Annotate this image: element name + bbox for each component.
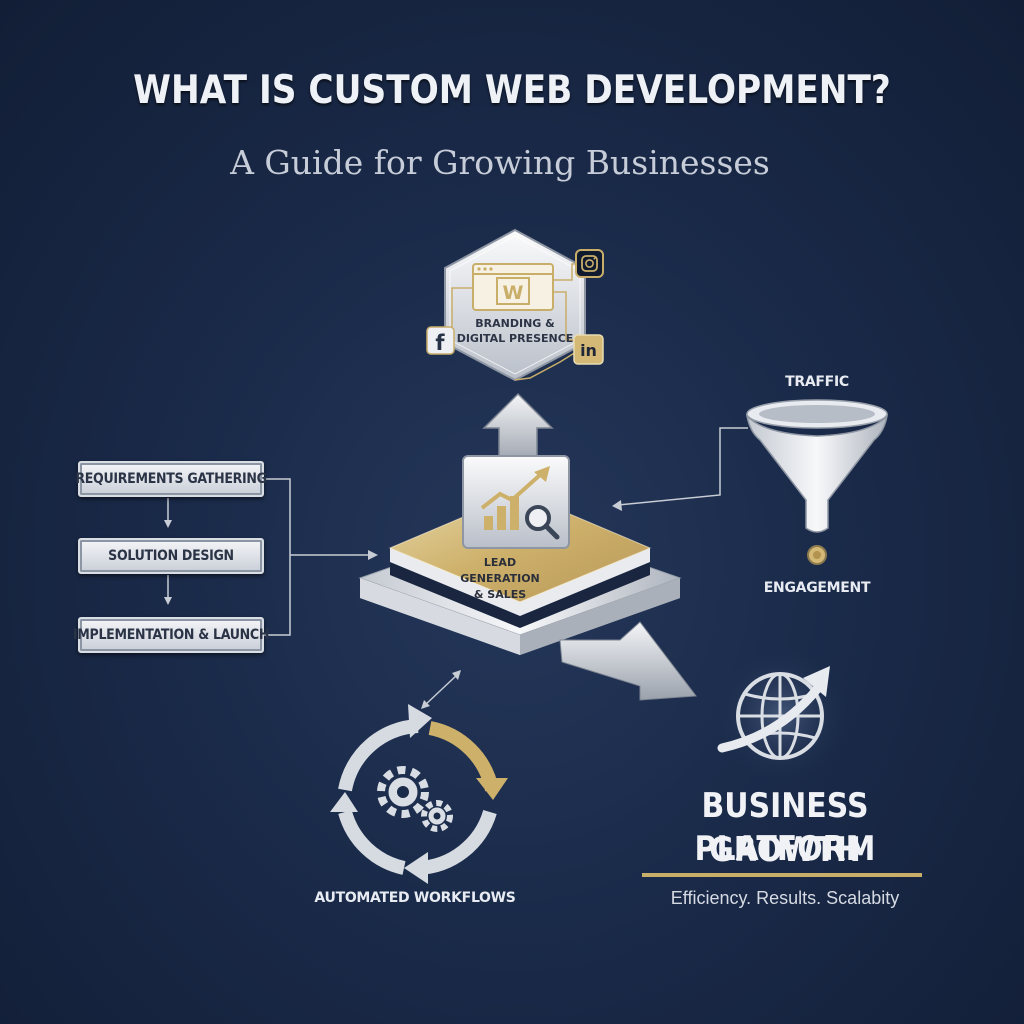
- funnel-bottom-label: ENGAGEMENT: [763, 580, 871, 596]
- step-solution-design: SOLUTION DESIGN: [78, 538, 264, 574]
- growth-chart-icon: [480, 466, 550, 530]
- growth-title-line1: BUSINESS GROWTH: [701, 786, 869, 870]
- arrowheads: [164, 500, 622, 709]
- growth-title-line2: PLATFORM: [694, 829, 876, 869]
- branding-label: BRANDING & DIGITAL PRESENCE: [445, 316, 585, 346]
- page-title: WHAT IS CUSTOM WEB DEVELOPMENT?: [133, 68, 891, 113]
- growth-arrow: [559, 621, 697, 701]
- instagram-icon: [575, 249, 604, 278]
- lead-label-line3: & SALES: [473, 588, 527, 601]
- social-connectors: [441, 263, 577, 381]
- funnel-icon: [745, 399, 889, 565]
- branding-label-line1: BRANDING &: [475, 317, 555, 330]
- globe-icon: [712, 645, 852, 785]
- step-implementation-launch: IMPLEMENTATION & LAUNCH: [73, 617, 269, 653]
- facebook-icon: [426, 326, 455, 355]
- linkedin-icon: [573, 334, 604, 365]
- growth-tagline: Efficiency. Results. Scalabity: [670, 888, 900, 908]
- step-requirements-gathering: REQUIREMENTS GATHERING: [75, 461, 267, 497]
- magnifier-icon: [525, 505, 560, 540]
- lead-generation-label: LEAD GENERATION & SALES: [440, 555, 560, 603]
- linkedin-glyph: in: [580, 341, 597, 360]
- cycle-arrows-icon: [330, 704, 508, 884]
- gold-divider: [642, 873, 922, 877]
- lead-label-line1: LEAD: [483, 556, 517, 569]
- connector-lines: [167, 427, 748, 707]
- up-arrow: [482, 392, 554, 466]
- browser-glyph: W: [503, 282, 524, 304]
- funnel-top-label: TRAFFIC: [785, 374, 849, 390]
- workflows-label: AUTOMATED WORKFLOWS: [314, 890, 516, 906]
- lead-label-line2: GENERATION: [460, 572, 540, 585]
- gears-icon: [377, 766, 453, 832]
- page-subtitle: A Guide for Growing Businesses: [230, 143, 770, 182]
- facebook-glyph: f: [435, 331, 445, 355]
- branding-label-line2: DIGITAL PRESENCE: [456, 332, 574, 345]
- browser-icon: [472, 263, 554, 311]
